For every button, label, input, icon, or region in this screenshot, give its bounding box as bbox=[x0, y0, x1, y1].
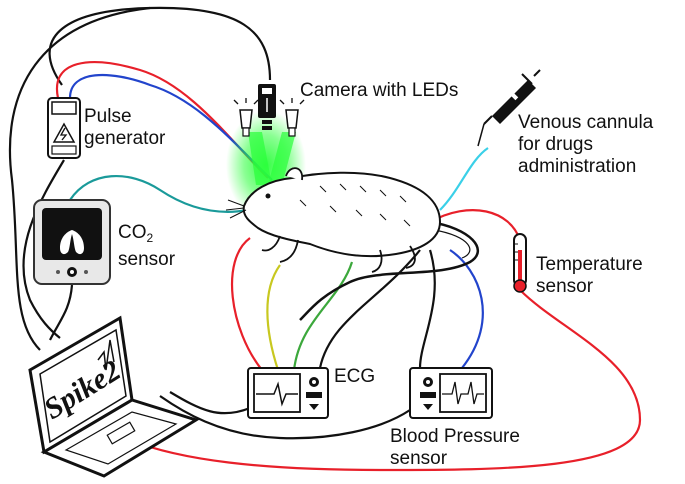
ecg-label-text: ECG bbox=[334, 366, 376, 387]
co2-label-line1: CO2 bbox=[118, 222, 175, 249]
camera-label: Camera with LEDs bbox=[300, 80, 458, 102]
laptop-icon bbox=[28, 315, 200, 478]
camera-icon bbox=[258, 84, 276, 130]
rat-illustration bbox=[225, 167, 479, 321]
bp-device-icon bbox=[409, 367, 493, 419]
bp-label-line2: sensor bbox=[390, 448, 448, 469]
venous-cannula-label: Venous cannula for drugs administration bbox=[518, 112, 653, 178]
ecg-device-icon bbox=[247, 367, 329, 419]
wire-blue-bp bbox=[449, 249, 484, 369]
wire-red-temp-to-laptop bbox=[129, 289, 642, 472]
co2-prefix: CO bbox=[118, 222, 147, 243]
pulse-generator-label: Pulse generator bbox=[84, 106, 165, 150]
temp-label-line1: Temperature bbox=[536, 254, 643, 275]
temp-label-line2: sensor bbox=[536, 276, 594, 297]
bp-label-line1: Blood Pressure bbox=[390, 426, 520, 447]
wire-black-co2-laptop bbox=[49, 284, 74, 341]
led-left-icon bbox=[233, 98, 259, 137]
wire-black-pulse-laptop bbox=[22, 159, 65, 339]
wire-black-bp-laptop bbox=[159, 395, 411, 440]
temperature-sensor-label: Temperature sensor bbox=[536, 254, 643, 298]
venous-label-line3: administration bbox=[518, 156, 637, 177]
pulse-label-line2: generator bbox=[84, 128, 166, 149]
co2-subscript: 2 bbox=[146, 231, 154, 245]
wire-black-top bbox=[48, 6, 272, 86]
wire-cyan-cannula bbox=[439, 147, 489, 211]
venous-label-line2: for drugs bbox=[518, 134, 593, 155]
wire-black-ecg-laptop bbox=[169, 391, 251, 415]
co2-label-line2: sensor bbox=[118, 249, 176, 270]
pulse-label-line1: Pulse bbox=[84, 106, 132, 127]
wire-red-temperature bbox=[429, 209, 522, 241]
wire-black-ecg bbox=[318, 249, 421, 369]
co2-sensor-label: CO2 sensor bbox=[118, 222, 175, 271]
led-beam-left bbox=[248, 132, 272, 185]
venous-label-line1: Venous cannula bbox=[518, 112, 654, 133]
wire-black-rat-bp bbox=[418, 249, 436, 369]
led-right-icon bbox=[279, 98, 305, 137]
wire-teal-co2 bbox=[69, 174, 249, 213]
wire-red-ecg bbox=[231, 237, 263, 371]
syringe-icon bbox=[477, 69, 541, 147]
ecg-label: ECG bbox=[334, 366, 375, 388]
wire-green-ecg bbox=[292, 261, 354, 371]
camera-label-text: Camera with LEDs bbox=[300, 80, 459, 101]
blood-pressure-label: Blood Pressure sensor bbox=[390, 426, 520, 470]
co2-sensor-icon bbox=[33, 199, 111, 285]
wire-black-outer-loop bbox=[8, 6, 151, 351]
wire-yellow-ecg bbox=[266, 264, 281, 371]
pulse-generator-icon bbox=[47, 97, 81, 159]
led-beam-right bbox=[268, 132, 296, 185]
thermometer-icon bbox=[513, 233, 527, 293]
